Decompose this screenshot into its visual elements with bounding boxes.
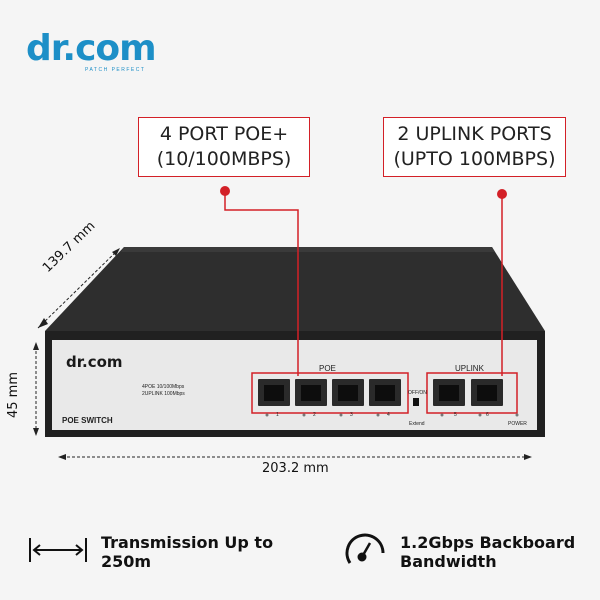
uplink-ports — [433, 379, 503, 406]
extend-switch — [413, 398, 419, 406]
feature-transmission: Transmission Up to 250m — [101, 533, 273, 571]
switch-top — [45, 247, 545, 331]
feature-bandwidth-line2: Bandwidth — [400, 552, 497, 571]
feature-bandwidth: 1.2Gbps Backboard Bandwidth — [400, 533, 575, 571]
uplink-callout-line1: 2 UPLINK PORTS — [397, 123, 552, 145]
speedometer-icon — [345, 533, 385, 564]
port-number: 6 — [486, 412, 489, 418]
uplink-highlight-box — [426, 372, 518, 414]
feature-transmission-line2: 250m — [101, 552, 152, 571]
poe-callout-line2: (10/100MBPS) — [156, 148, 292, 170]
port-number: 5 — [454, 412, 457, 418]
port-number: 3 — [350, 412, 353, 418]
poe-callout-line1: 4 PORT POE+ — [159, 123, 289, 145]
brand-logo: dr.com — [26, 28, 157, 69]
uplink-label: UPLINK — [455, 364, 484, 373]
device-spec-poe: 4POE 10/100Mbps — [142, 384, 185, 390]
uplink-ports-callout: 2 UPLINK PORTS (UPTO 100MBPS) — [383, 117, 566, 177]
device-spec-uplink: 2UPLINK 100Mbps — [142, 391, 185, 397]
poe-label: POE — [319, 364, 336, 373]
switch-label: OFF/ON — [408, 390, 427, 396]
cable-length-icon — [29, 538, 87, 562]
device-logo: dr.com — [66, 353, 123, 371]
port-number: 1 — [276, 412, 279, 418]
width-label: 203.2 mm — [262, 461, 329, 476]
port-number: 4 — [387, 412, 390, 418]
brand-tagline: PATCH PERFECT — [85, 67, 146, 73]
feature-bandwidth-line1: 1.2Gbps Backboard — [400, 533, 576, 552]
power-label: POWER — [508, 421, 527, 427]
poe-ports-callout: 4 PORT POE+ (10/100MBPS) — [138, 117, 310, 177]
extend-label: Extend — [409, 421, 425, 427]
port-number: 2 — [313, 412, 316, 418]
feature-transmission-line1: Transmission Up to — [101, 533, 274, 552]
poe-highlight-box — [251, 372, 409, 414]
device-name: POE SWITCH — [62, 416, 113, 425]
height-label: 45 mm — [6, 371, 21, 418]
uplink-callout-line2: (UPTO 100MBPS) — [393, 148, 556, 170]
poe-ports — [258, 379, 401, 406]
